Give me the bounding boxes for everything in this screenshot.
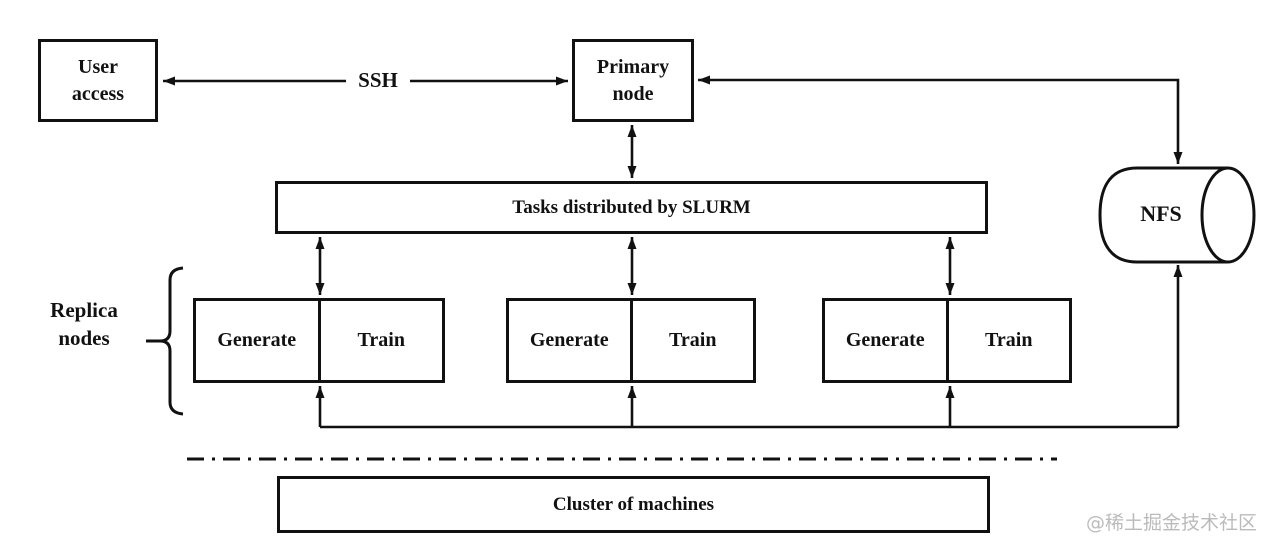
replica-nodes-label: Replica nodes <box>50 298 118 350</box>
replica-2-train-cell: Train <box>629 301 754 380</box>
slurm-replica-arrows <box>315 237 955 295</box>
slurm-tasks-node: Tasks distributed by SLURM <box>275 181 988 234</box>
user-access-label: User access <box>71 56 125 105</box>
replica-node-2: Generate Train <box>506 298 756 383</box>
nfs-label: NFS <box>1140 201 1182 226</box>
replica-node-3: Generate Train <box>822 298 1072 383</box>
replica-bracket <box>146 266 184 416</box>
nfs-cylinder <box>1098 166 1256 264</box>
ssh-label: SSH <box>358 68 398 92</box>
replica-2-generate-cell: Generate <box>529 329 609 351</box>
replica-3-train-cell: Train <box>945 301 1070 380</box>
primary-nfs-arrow <box>698 75 1183 164</box>
nfs-bus-line <box>315 265 1183 429</box>
cluster-of-machines-node: Cluster of machines <box>277 476 990 533</box>
replica-1-generate-cell: Generate <box>217 329 297 351</box>
primary-node-label: Primary node <box>596 56 670 105</box>
replica-1-train-cell: Train <box>317 301 443 380</box>
user-access-node: User access <box>38 39 158 122</box>
watermark-text: @稀土掘金技术社区 <box>1085 512 1257 534</box>
primary-node: Primary node <box>572 39 694 122</box>
replica-node-1: Generate Train <box>193 298 445 383</box>
replica-3-generate-cell: Generate <box>845 329 925 351</box>
slurm-tasks-label: Tasks distributed by SLURM <box>512 196 751 218</box>
cluster-label: Cluster of machines <box>552 493 715 515</box>
